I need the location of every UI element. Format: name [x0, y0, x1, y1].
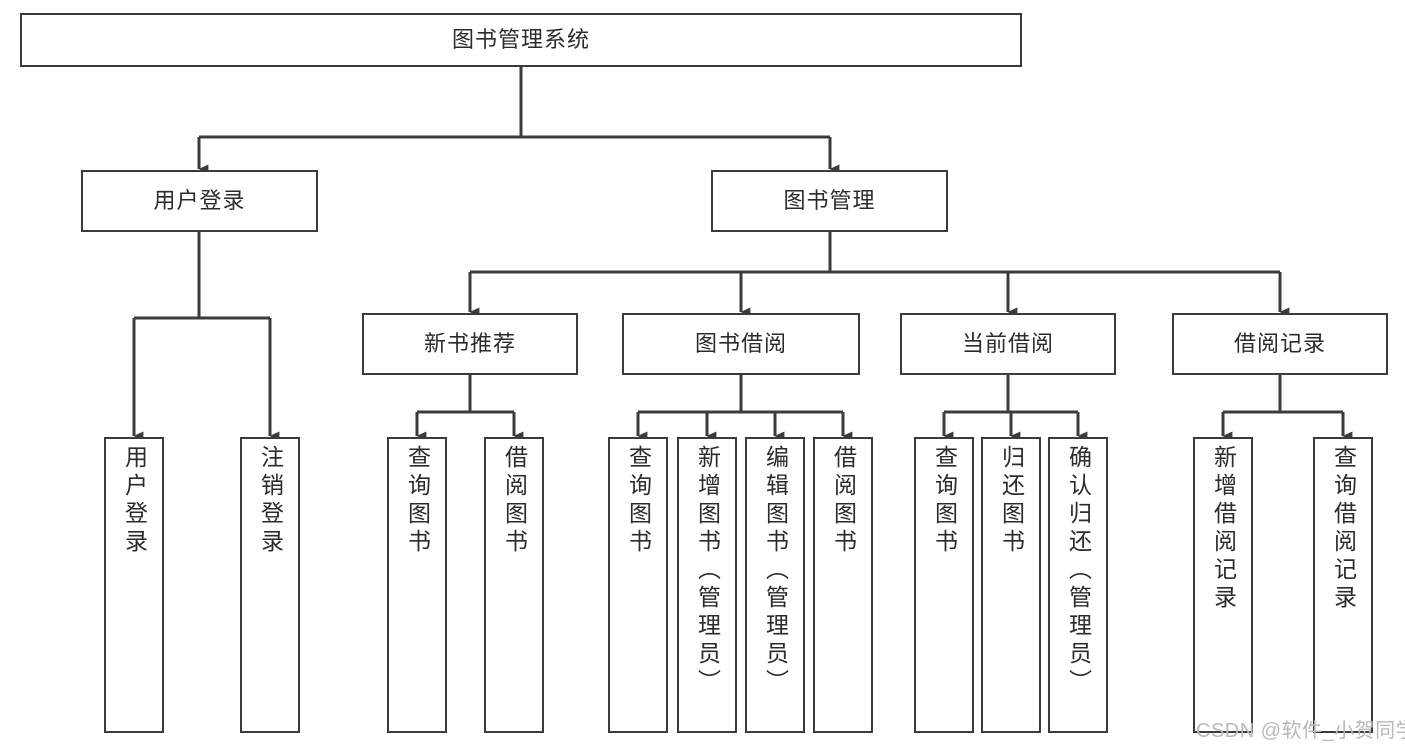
node-user-login-label: 用户登录: [153, 188, 246, 214]
node-borrow-record[interactable]: 借阅记录: [1172, 313, 1388, 375]
node-leaf-query-borrow-record-label: 查询借阅记录: [1330, 445, 1357, 613]
node-leaf-user-login[interactable]: 用户登录: [104, 437, 164, 733]
node-leaf-add-book-admin[interactable]: 新增图书（管理员）: [677, 437, 737, 733]
node-leaf-borrow-book-label: 借阅图书: [830, 445, 857, 557]
node-root[interactable]: 图书管理系统: [20, 13, 1022, 67]
node-leaf-query-book-borrow-label: 查询图书: [625, 445, 652, 557]
node-leaf-add-borrow-record[interactable]: 新增借阅记录: [1193, 437, 1253, 733]
node-book-borrow[interactable]: 图书借阅: [622, 313, 860, 375]
node-root-label: 图书管理系统: [451, 27, 590, 53]
node-leaf-borrow-book-recommend[interactable]: 借阅图书: [484, 437, 544, 733]
node-leaf-query-borrow-record[interactable]: 查询借阅记录: [1313, 437, 1373, 733]
node-leaf-query-book-recommend[interactable]: 查询图书: [387, 437, 447, 733]
node-leaf-user-logout-label: 注销登录: [257, 445, 284, 557]
node-current-borrow-label: 当前借阅: [961, 331, 1054, 357]
node-leaf-user-login-label: 用户登录: [121, 445, 148, 557]
node-new-book-recommend[interactable]: 新书推荐: [362, 313, 578, 375]
node-book-management[interactable]: 图书管理: [711, 170, 948, 232]
node-leaf-confirm-return-admin-label: 确认归还（管理员）: [1065, 445, 1092, 697]
node-new-book-recommend-label: 新书推荐: [423, 331, 516, 357]
node-leaf-user-logout[interactable]: 注销登录: [240, 437, 300, 733]
node-leaf-return-book[interactable]: 归还图书: [981, 437, 1041, 733]
csdn-watermark: CSDN @软件_小贺同学: [1196, 720, 1405, 742]
node-leaf-query-book-recommend-label: 查询图书: [404, 445, 431, 557]
node-leaf-add-borrow-record-label: 新增借阅记录: [1210, 445, 1237, 613]
node-borrow-record-label: 借阅记录: [1233, 331, 1326, 357]
node-leaf-borrow-book[interactable]: 借阅图书: [813, 437, 873, 733]
node-leaf-query-book-borrow[interactable]: 查询图书: [608, 437, 668, 733]
node-book-management-label: 图书管理: [783, 188, 876, 214]
node-leaf-edit-book-admin-label: 编辑图书（管理员）: [762, 445, 789, 697]
node-leaf-edit-book-admin[interactable]: 编辑图书（管理员）: [745, 437, 805, 733]
node-leaf-return-book-label: 归还图书: [998, 445, 1025, 557]
node-leaf-confirm-return-admin[interactable]: 确认归还（管理员）: [1048, 437, 1108, 733]
node-current-borrow[interactable]: 当前借阅: [900, 313, 1116, 375]
node-leaf-borrow-book-recommend-label: 借阅图书: [501, 445, 528, 557]
node-leaf-query-book-current[interactable]: 查询图书: [914, 437, 974, 733]
node-leaf-add-book-admin-label: 新增图书（管理员）: [694, 445, 721, 697]
node-leaf-query-book-current-label: 查询图书: [931, 445, 958, 557]
node-book-borrow-label: 图书借阅: [694, 331, 787, 357]
node-user-login[interactable]: 用户登录: [81, 170, 318, 232]
